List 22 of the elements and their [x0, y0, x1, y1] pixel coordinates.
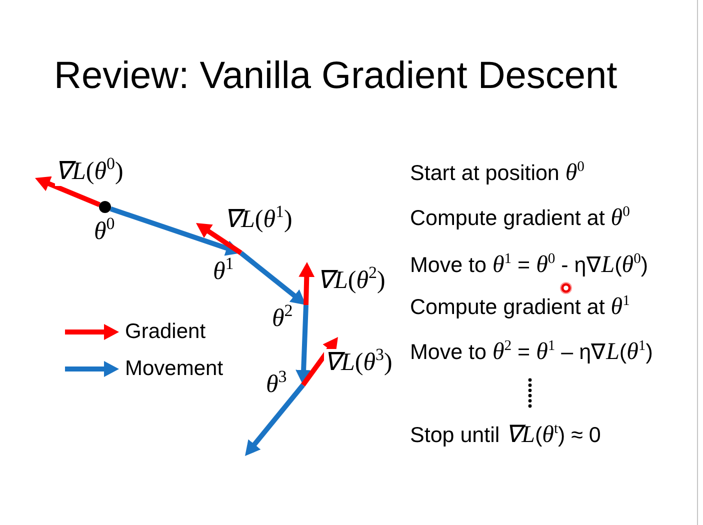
arrow	[194, 220, 242, 256]
arrow	[298, 262, 315, 306]
step-text: Move to θ$^{1}$ = θ$^{0}$ - η∇L(θ$^{0}$)	[410, 251, 648, 279]
point-label: θ$^{3}$	[266, 371, 303, 399]
arrow	[300, 336, 340, 386]
edge-label: ∇L(θ$^{0}$)	[55, 158, 124, 186]
arrow	[243, 383, 305, 458]
legend-label: Gradient	[125, 319, 206, 345]
legend-label: Movement	[125, 356, 224, 382]
arrow	[34, 176, 100, 207]
arrow	[296, 304, 312, 386]
slide-title: Review: Vanilla Gradient Descent	[54, 54, 618, 99]
edge-label: ∇L(θ$^{3}$)	[324, 349, 392, 377]
point-label: θ$^{0}$	[94, 218, 115, 246]
point-dot	[99, 201, 111, 213]
point-label: θ$^{1}$	[213, 253, 241, 286]
step-text: Move to θ$^{2}$ = θ$^{1}$ – η∇L(θ$^{1}$)	[410, 338, 653, 366]
point-label: θ$^{2}$	[272, 305, 306, 333]
step-text: Compute gradient at θ$^{1}$	[410, 293, 630, 321]
step-text: Stop until ∇L(θ$^{t}$) ≈ 0	[410, 421, 601, 449]
step-text: Start at position θ$^{0}$	[410, 159, 584, 187]
step-text: Compute gradient at θ$^{0}$	[410, 204, 630, 232]
